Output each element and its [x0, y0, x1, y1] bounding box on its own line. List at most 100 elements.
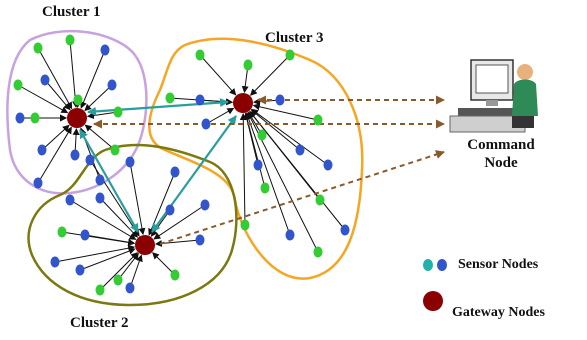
- sensor-node-c2-2: [170, 166, 180, 178]
- sensor-node-c1-1: [65, 34, 75, 46]
- legend-sensor-blue-icon: [437, 259, 447, 271]
- sensor-node-c3-15: [285, 229, 295, 241]
- sensor-link-c3-14: [239, 112, 247, 226]
- sensor-link-c2-11: [79, 247, 136, 271]
- link-gw2-command: [159, 150, 445, 245]
- sensor-node-c3-14: [240, 219, 250, 231]
- sensor-node-c2-14: [95, 284, 105, 296]
- gateway-links: [79, 98, 237, 233]
- gateway-node-cluster3: [233, 93, 253, 113]
- link-gw1-gw3: [87, 98, 229, 116]
- legend-sensor-label: Sensor Nodes: [458, 257, 539, 272]
- command-node-label-line2: Node: [484, 155, 518, 171]
- sensor-node-c1-4: [40, 74, 50, 86]
- monitor-screen: [475, 64, 509, 94]
- sensor-node-c2-1: [125, 156, 135, 168]
- sensor-node-c2-11: [75, 264, 85, 276]
- monitor-stand: [486, 100, 498, 106]
- sensor-link-c1-0: [37, 47, 73, 110]
- legend-gateway-label: Gateway Nodes: [452, 305, 545, 320]
- sensor-node-c1-7: [30, 112, 40, 124]
- sensor-node-c1-11: [110, 144, 120, 156]
- sensor-node-c2-13: [170, 269, 180, 281]
- sensor-node-c3-16: [313, 246, 323, 258]
- command-node-icon: [449, 59, 538, 133]
- cluster3-boundary: [148, 37, 364, 280]
- sensor-link-c2-14: [99, 252, 138, 291]
- sensor-node-c2-8: [80, 229, 90, 241]
- sensor-link-c3-17: [249, 110, 346, 231]
- sensor-node-c2-12: [113, 274, 123, 286]
- sensor-node-c3-1: [243, 59, 253, 71]
- legend-gateway-icon: [423, 291, 443, 311]
- sensor-link-c1-12: [37, 126, 72, 184]
- sensor-node-c2-15: [125, 282, 135, 294]
- sensor-node-c3-2: [285, 49, 295, 61]
- sensor-node-c3-7: [313, 114, 323, 126]
- sensor-node-c1-0: [33, 42, 43, 54]
- operator-leg: [512, 116, 534, 128]
- gateway-node-cluster2: [135, 235, 155, 255]
- sensor-node-c1-9: [37, 144, 47, 156]
- sensor-node-c1-3: [13, 79, 23, 91]
- operator-head: [517, 64, 533, 80]
- command-node-label: Command Node: [461, 136, 541, 172]
- sensor-node-c3-6: [201, 118, 211, 130]
- sensor-link-c3-6: [205, 107, 235, 125]
- cluster1-label: Cluster 1: [42, 4, 101, 20]
- sensor-link-c2-8: [84, 234, 136, 246]
- sensor-node-c2-3: [65, 194, 75, 206]
- sensor-nodes: [13, 34, 350, 296]
- link-gw3-gw2: [151, 115, 237, 233]
- sensor-node-c1-14: [73, 94, 83, 106]
- sensor-node-c2-7: [57, 226, 67, 238]
- sensor-link-c2-2: [148, 171, 176, 236]
- command-node-label-line1: Command: [467, 137, 535, 153]
- sensor-node-c3-5: [275, 94, 285, 106]
- cluster2-label: Cluster 2: [70, 315, 129, 331]
- sensor-link-c2-13: [152, 252, 176, 276]
- sensor-node-c1-13: [95, 174, 105, 186]
- legend-symbols: [423, 259, 447, 311]
- sensor-link-c1-3: [17, 84, 69, 114]
- sensor-link-c2-15: [129, 254, 143, 289]
- sensor-node-c3-11: [323, 159, 333, 171]
- sensor-link-c3-11: [251, 108, 329, 166]
- sensor-node-c2-9: [195, 234, 205, 246]
- link-gw1-gw2: [79, 129, 139, 233]
- sensor-node-c1-8: [113, 106, 123, 118]
- sensor-node-c3-13: [315, 194, 325, 206]
- command-links: [93, 95, 445, 245]
- sensor-link-c1-1: [69, 39, 79, 109]
- sensor-node-c1-6: [15, 112, 25, 124]
- sensor-node-c3-10: [295, 144, 305, 156]
- sensor-node-c2-5: [165, 204, 175, 216]
- sensor-link-c1-4: [44, 79, 71, 111]
- sensor-node-c3-12: [260, 182, 270, 194]
- sensor-node-c3-8: [257, 129, 267, 141]
- sensor-link-c2-10: [54, 244, 136, 263]
- keyboard: [458, 108, 513, 116]
- sensor-link-c3-15: [245, 112, 291, 236]
- sensor-node-c1-10: [70, 149, 80, 161]
- cluster3-label: Cluster 3: [265, 30, 324, 46]
- gateway-node-cluster1: [67, 108, 87, 128]
- sensor-node-c2-4: [95, 192, 105, 204]
- sensor-link-c3-10: [250, 109, 301, 151]
- sensor-link-c3-7: [252, 103, 319, 121]
- sensor-node-c3-17: [340, 224, 350, 236]
- sensor-node-c2-10: [50, 256, 60, 268]
- sensor-link-c3-0: [199, 54, 237, 96]
- sensor-link-c1-9: [41, 124, 70, 151]
- sensor-node-c2-6: [200, 199, 210, 211]
- sensor-link-c1-2: [80, 49, 106, 109]
- sensor-link-c3-2: [249, 54, 291, 96]
- gateway-nodes: [67, 93, 253, 255]
- sensor-node-c3-9: [253, 159, 263, 171]
- legend-sensor-green-icon: [423, 259, 433, 271]
- sensor-node-c3-0: [195, 49, 205, 61]
- sensor-node-c3-3: [165, 92, 175, 104]
- sensor-node-c1-12: [33, 177, 43, 189]
- sensor-link-c2-3: [69, 199, 137, 240]
